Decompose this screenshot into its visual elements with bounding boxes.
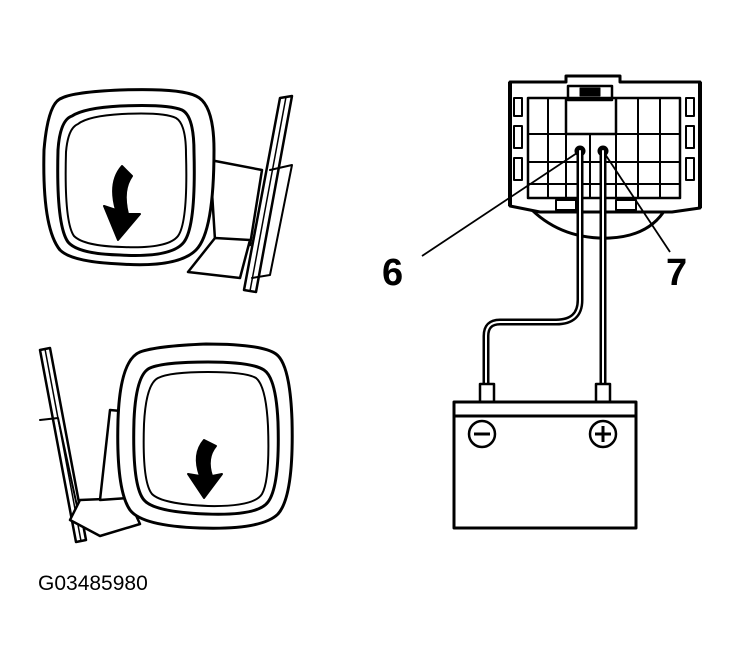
- mirror-top: [42, 88, 294, 294]
- wires: [482, 147, 607, 388]
- callout-6: 6: [382, 252, 403, 294]
- figure-code: G03485980: [38, 572, 148, 595]
- battery: [452, 382, 638, 530]
- battery-positive-symbol: [588, 419, 618, 449]
- mirror-top-arrow-icon: [103, 165, 141, 241]
- mirror-bottom-arrow-icon: [187, 439, 223, 499]
- battery-negative-symbol: [467, 419, 497, 449]
- mirror-bottom: [38, 342, 294, 544]
- mirror-top-arm: [208, 158, 264, 247]
- callout-7-leader: [602, 150, 671, 253]
- callout-7: 7: [666, 252, 687, 294]
- battery-negative-post: [478, 382, 496, 404]
- callout-6-leader: [421, 150, 581, 257]
- battery-positive-post: [594, 382, 612, 404]
